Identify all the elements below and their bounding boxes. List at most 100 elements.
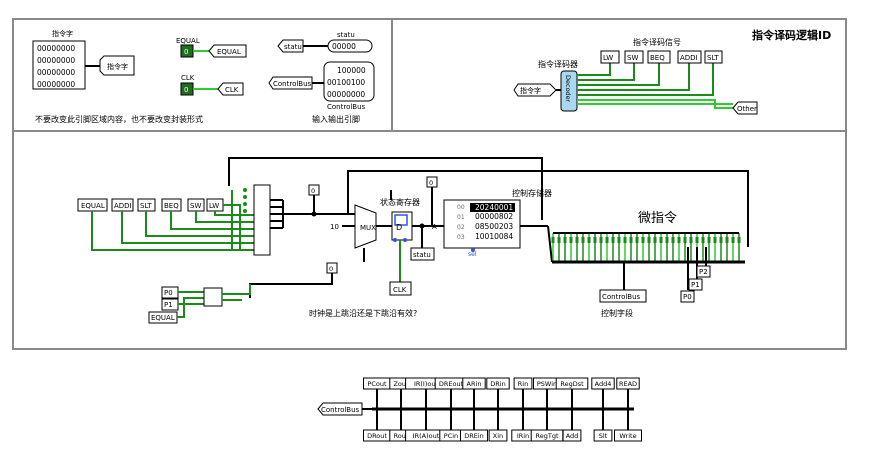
p-input-equal: EQUAL xyxy=(148,311,178,324)
decoder-output-addi: ADDI xyxy=(677,50,702,64)
bus-signal-drein: DREin xyxy=(460,409,488,442)
equal-pin-value: 0 xyxy=(184,48,188,56)
svg-text:statu: statu xyxy=(413,251,431,259)
micro-title: 微指令 xyxy=(638,211,677,226)
svg-text:08500203: 08500203 xyxy=(475,222,513,231)
bus-signal-xin: Xin xyxy=(488,409,508,442)
p-output-p1: P1 xyxy=(688,278,703,291)
clk-pin-value: 0 xyxy=(184,86,188,94)
svg-text:0: 0 xyxy=(329,265,333,273)
bus-signal-arin: ARin xyxy=(462,377,486,409)
bus-signal-regtgt: RegTgt xyxy=(530,409,564,442)
decoder-other-label: Other xyxy=(737,105,757,113)
mux-const: 10 xyxy=(330,223,339,231)
svg-text:EQUAL: EQUAL xyxy=(81,202,105,210)
statu-output-pin xyxy=(327,39,373,53)
p-output-p2: P2 xyxy=(696,265,711,278)
clk-tunnel xyxy=(217,82,244,96)
svg-text:ARin: ARin xyxy=(467,380,482,388)
svg-text:ControlBus: ControlBus xyxy=(602,293,641,301)
p-input-p0: P0 xyxy=(161,286,179,299)
pin-area-note: 不要改变此引脚区域内容，也不要改变封装形式 xyxy=(35,114,203,124)
instr-bits-0: 00000000 xyxy=(37,44,75,53)
svg-text:0: 0 xyxy=(429,179,433,187)
branch-logic xyxy=(203,287,223,307)
fsm-input-addi: ADDI xyxy=(111,198,134,212)
svg-text:20240001: 20240001 xyxy=(475,203,513,212)
svg-text:ADDI: ADDI xyxy=(680,54,698,62)
cb-output-pin xyxy=(323,61,375,102)
pin-area: 指令字 00000000 00000000 00000000 00000000 … xyxy=(32,29,375,124)
cb-tunnel-label: ControlBus xyxy=(273,80,312,88)
svg-text:Slt: Slt xyxy=(599,432,608,440)
svg-text:P1: P1 xyxy=(691,281,700,289)
state-clk-tunnel xyxy=(389,281,412,296)
decoder-output-slt: SLT xyxy=(704,50,723,64)
instr-tunnel xyxy=(99,55,135,76)
rom-title: 控制存储器 xyxy=(512,188,552,198)
svg-text:P2: P2 xyxy=(699,268,708,276)
bus-signal-pcin: PCin xyxy=(439,409,463,442)
control-field-title: 控制字段 xyxy=(601,308,633,318)
state-reg-d: D xyxy=(396,223,402,232)
svg-text:SW: SW xyxy=(627,54,638,62)
fsm-input-sw: SW xyxy=(187,198,205,212)
svg-text:0: 0 xyxy=(311,187,315,195)
svg-text:DRin: DRin xyxy=(490,380,505,388)
svg-text:CLK: CLK xyxy=(393,286,407,294)
clk-pin-label: CLK xyxy=(181,74,195,82)
bus-signal-add: Add xyxy=(562,409,582,442)
svg-text:Add: Add xyxy=(566,432,579,440)
clk-tunnel-label: CLK xyxy=(225,86,239,94)
state-statu-tunnel xyxy=(410,247,435,261)
rom-row-3: 03 10010084 xyxy=(457,232,513,241)
decoder-output-lw: LW xyxy=(600,50,620,64)
instr-tunnel-label: 指令字 xyxy=(107,62,128,71)
svg-text:IR(I)out: IR(I)out xyxy=(414,380,439,388)
svg-text:SLT: SLT xyxy=(707,54,719,62)
decoder-block-label: Decoder xyxy=(564,75,572,103)
fsm-input-lw: LW xyxy=(206,198,224,212)
equal-pin-label: EQUAL xyxy=(176,37,200,45)
svg-text:DREin: DREin xyxy=(464,432,484,440)
svg-text:10010084: 10010084 xyxy=(475,232,513,241)
statu-tunnel-label: statu xyxy=(284,43,302,51)
fsm-section: EQUAL ADDI SLT BEQ SW LW xyxy=(77,157,749,324)
logic-block xyxy=(253,184,271,256)
fsm-input-beq: BEQ xyxy=(161,198,182,212)
svg-text:P1: P1 xyxy=(164,301,173,309)
svg-text:Add4: Add4 xyxy=(595,380,612,388)
svg-text:P0: P0 xyxy=(683,293,692,301)
decoder-output-other xyxy=(732,101,758,115)
micro-splitter xyxy=(551,232,741,262)
cb-bits-2: 00000000 xyxy=(327,90,365,99)
instr-bits-2: 00000000 xyxy=(37,68,75,77)
cb-bits-0: 100000 xyxy=(337,66,366,75)
fsm-cb-tunnel xyxy=(599,289,647,303)
svg-text:DREout: DREout xyxy=(439,380,464,388)
decoder-title: 指令译码器 xyxy=(538,59,578,69)
fsm-input-equal: EQUAL xyxy=(77,198,108,212)
clock-note: 时钟是上跳沿还是下跳沿有效? xyxy=(309,308,417,318)
decoder-section: 指令译码信号 指令译码器 指令字 Decoder LW SW BEQ ADDI xyxy=(513,37,758,115)
bus-signal-drout: DRout xyxy=(363,409,391,442)
decoder-output-beq: BEQ xyxy=(647,50,671,64)
mux-label: MUX xyxy=(360,224,376,232)
instr-bits-3: 00000000 xyxy=(37,80,75,89)
p-output-p0: P0 xyxy=(680,290,695,303)
equal-tunnel-label: EQUAL xyxy=(217,48,241,56)
instr-word-pin[interactable] xyxy=(32,40,86,90)
svg-text:PCout: PCout xyxy=(367,380,387,388)
svg-text:IRin: IRin xyxy=(517,432,529,440)
statu-value: 00000 xyxy=(332,42,356,51)
svg-text:PSWin: PSWin xyxy=(537,380,557,388)
svg-text:IR(A)out: IR(A)out xyxy=(413,432,440,440)
svg-text:PCin: PCin xyxy=(444,432,458,440)
rom-sel: sel xyxy=(468,251,477,258)
outer-frame xyxy=(12,18,847,350)
bus-signal-pcout: PCout xyxy=(363,377,391,409)
